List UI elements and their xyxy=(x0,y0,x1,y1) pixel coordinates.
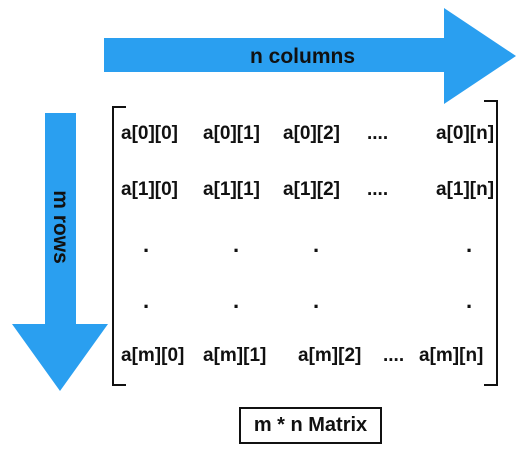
rows-arrow-label: m rows xyxy=(49,190,72,264)
columns-arrow-shape xyxy=(104,8,516,104)
columns-arrow xyxy=(104,8,516,104)
columns-arrow-label: n columns xyxy=(250,45,356,68)
matrix-cell: a[0][0] xyxy=(121,123,179,144)
matrix-cell: a[m][1] xyxy=(203,345,267,366)
matrix-ellipsis-dot: . xyxy=(313,288,320,313)
matrix-cell: a[1][0] xyxy=(121,179,179,200)
matrix-cell: a[m][n] xyxy=(419,345,484,366)
matrix-ellipsis-dot: . xyxy=(313,232,320,257)
matrix-left-bracket xyxy=(112,106,126,386)
matrix-cell: a[0][1] xyxy=(203,123,261,144)
matrix-cell: a[1][1] xyxy=(203,179,261,200)
matrix-cell: .... xyxy=(367,179,389,200)
matrix-ellipsis-dot: . xyxy=(143,288,150,313)
matrix-ellipsis-dot: . xyxy=(143,232,150,257)
matrix-cell: .... xyxy=(383,345,405,366)
matrix-cell: .... xyxy=(367,123,389,144)
matrix-ellipsis-dot: . xyxy=(466,288,473,313)
matrix-caption: m * n Matrix xyxy=(239,407,382,444)
matrix-ellipsis-dot: . xyxy=(466,232,473,257)
rows-arrow-shape xyxy=(12,113,108,391)
matrix-cell: a[0][2] xyxy=(283,123,341,144)
matrix-cell: a[m][2] xyxy=(298,345,362,366)
matrix-right-bracket xyxy=(484,100,498,386)
matrix-cell: a[1][2] xyxy=(283,179,341,200)
matrix-cell: a[0][n] xyxy=(436,123,495,144)
matrix-cell: a[1][n] xyxy=(436,179,495,200)
rows-arrow xyxy=(12,113,108,391)
matrix-ellipsis-dot: . xyxy=(233,288,240,313)
matrix-ellipsis-dot: . xyxy=(233,232,240,257)
matrix-cell: a[m][0] xyxy=(121,345,185,366)
